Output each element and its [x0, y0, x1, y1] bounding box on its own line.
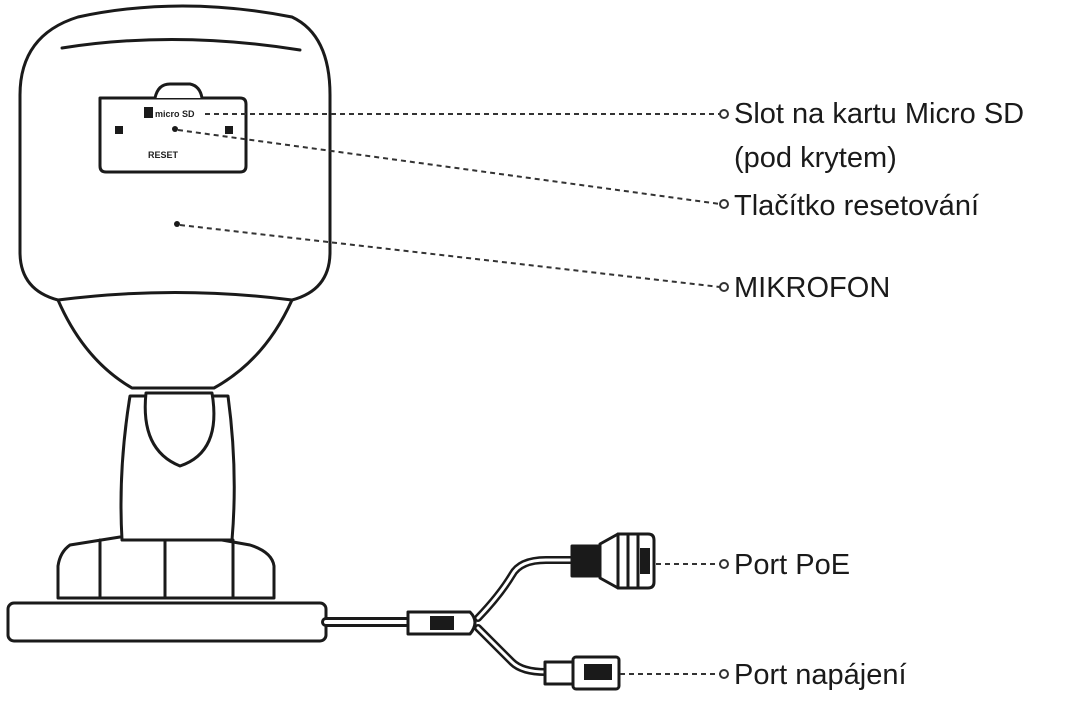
sd-icon [144, 107, 153, 118]
power-connector-boot [543, 660, 575, 686]
marker-reset [719, 199, 729, 209]
microsd-cover-details: micro SD RESET [115, 107, 233, 160]
poe-cable [474, 556, 576, 622]
camera-top-seam [60, 38, 302, 52]
label-microsd-cover-note: (pod krytem) [734, 142, 897, 174]
reset-hole [172, 126, 178, 132]
marker-microphone [719, 282, 729, 292]
leader-reset [177, 129, 721, 205]
marker-power [719, 669, 729, 679]
cover-screw-right [225, 126, 233, 134]
reset-mark: RESET [148, 150, 179, 160]
camera-body [18, 4, 332, 390]
camera-shell-seam [56, 291, 294, 302]
label-power-port: Port napájení [734, 659, 907, 691]
sd-mark: micro SD [155, 109, 195, 119]
cover-screw-left [115, 126, 123, 134]
label-microsd-slot: Slot na kartu Micro SD [734, 98, 1025, 130]
mount-joint [143, 391, 216, 468]
leader-microphone [179, 224, 721, 288]
poe-connector-boot [570, 544, 602, 578]
marker-poe [719, 559, 729, 569]
microsd-cover [98, 96, 248, 174]
mount-base-plate [6, 601, 328, 643]
microphone-hole [174, 221, 180, 227]
label-reset-button: Tlačítko resetování [734, 190, 979, 222]
microsd-cover-tab [153, 82, 204, 100]
label-microphone: MIKROFON [734, 272, 891, 304]
marker-microsd [719, 109, 729, 119]
label-poe-port: Port PoE [734, 549, 851, 581]
